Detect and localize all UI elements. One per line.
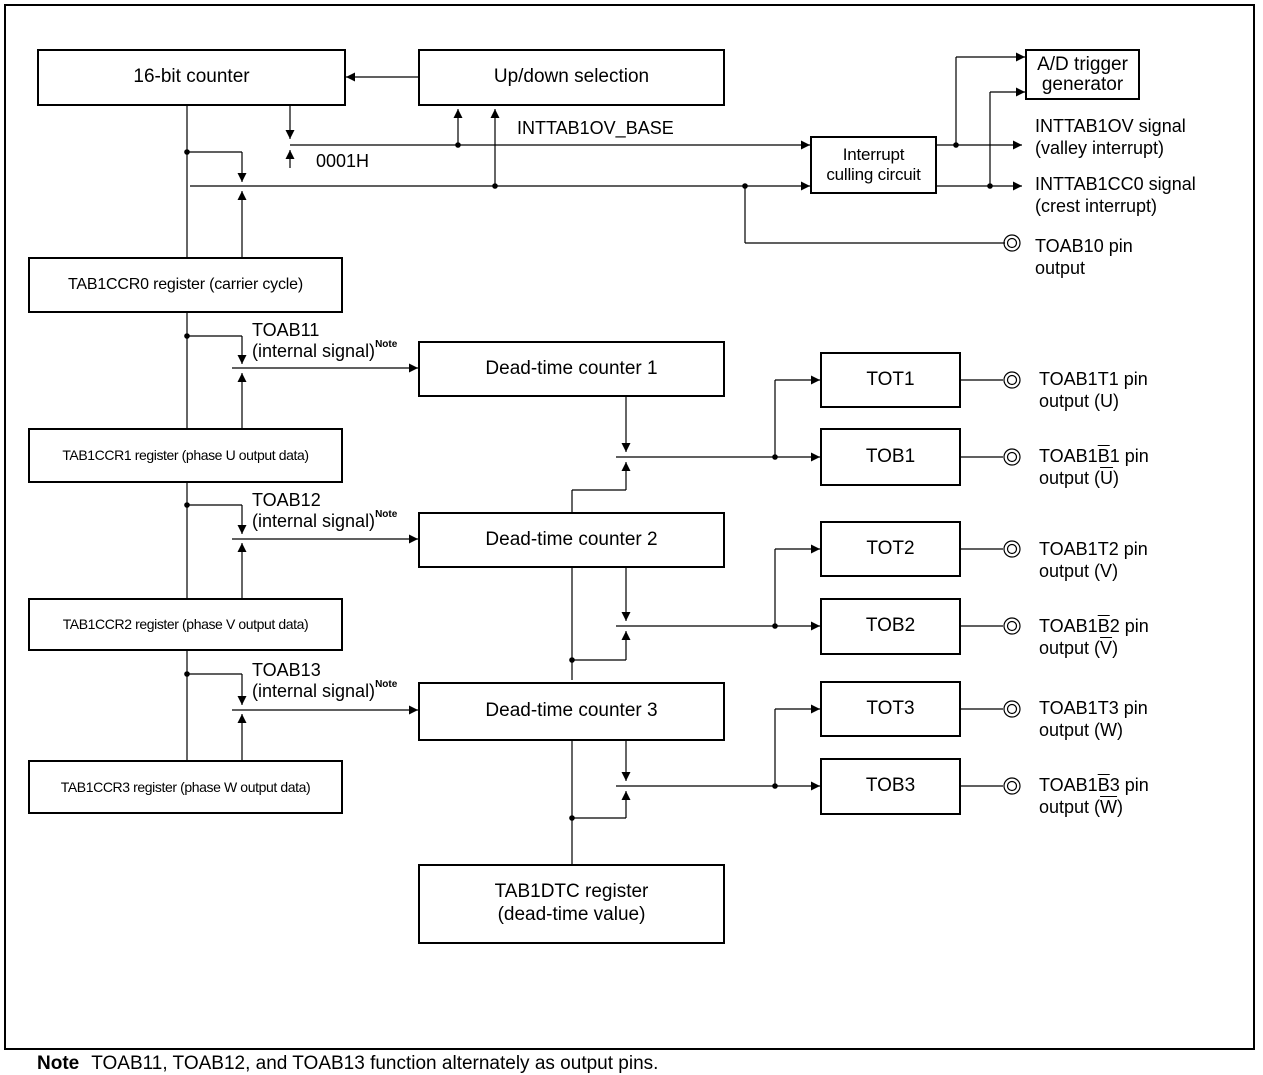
ad-trigger-line1: A/D trigger xyxy=(1037,53,1128,75)
tot3-block: TOT3 xyxy=(820,681,961,737)
diagram-frame xyxy=(4,4,1255,1050)
toab1b3-output: output xyxy=(1039,796,1090,817)
toab1b3-phase: W xyxy=(1100,796,1118,817)
toab1t1-name: TOAB1T1 pin xyxy=(1039,369,1148,389)
inttab1ov-line2: (valley interrupt) xyxy=(1035,137,1165,158)
tob1-block: TOB1 xyxy=(820,428,961,486)
footnote-label: Note xyxy=(37,1053,80,1074)
toab11-internal-label: (internal signal)Note xyxy=(252,339,398,363)
inttab1cc0-line1: INTTAB1CC0 signal xyxy=(1035,174,1196,194)
inttab1ov-line1: INTTAB1OV signal xyxy=(1035,116,1186,136)
inttab1cc0-signal-label: INTTAB1CC0 signal (crest interrupt) xyxy=(1035,174,1196,217)
inttab1cc0-line2: (crest interrupt) xyxy=(1035,195,1158,216)
toab1b2-phase: V xyxy=(1100,637,1113,658)
toab13-internal-label: (internal signal)Note xyxy=(252,679,398,703)
toab1b2-pin-label: TOAB1B2 pin output (V) xyxy=(1039,616,1149,658)
toab1b1-name-bar: B xyxy=(1097,446,1110,466)
toab1b3-name-suffix: 3 pin xyxy=(1109,775,1149,795)
toab1b3-pin-label: TOAB1B3 pin output (W) xyxy=(1039,775,1149,817)
inttab1ov-base-label: INTTAB1OV_BASE xyxy=(517,118,674,138)
tab1dtc-line2: (dead-time value) xyxy=(497,904,646,925)
toab1t3-name: TOAB1T3 pin xyxy=(1039,698,1148,718)
h0001-label: 0001H xyxy=(316,151,370,171)
note-mark: Note xyxy=(375,509,398,520)
tob2-block: TOB2 xyxy=(820,598,961,655)
toab1b1-name-suffix: 1 pin xyxy=(1109,446,1149,466)
toab13-label: TOAB13 xyxy=(252,660,321,680)
toab12-internal-label: (internal signal)Note xyxy=(252,509,398,533)
toab1t1-pin-label: TOAB1T1 pin output (U) xyxy=(1039,369,1148,411)
toab1t2-name: TOAB1T2 pin xyxy=(1039,539,1148,559)
tab1ccr2-register-block: TAB1CCR2 register (phase V output data) xyxy=(28,598,343,651)
inttab1ov-signal-label: INTTAB1OV signal (valley interrupt) xyxy=(1035,116,1186,159)
toab1b1-output: output xyxy=(1039,467,1090,488)
updown-selection-block: Up/down selection xyxy=(418,49,725,106)
tob3-block: TOB3 xyxy=(820,758,961,815)
tot1-block: TOT1 xyxy=(820,352,961,408)
toab11-label: TOAB11 xyxy=(252,320,320,340)
interrupt-culling-line2: culling circuit xyxy=(826,165,921,184)
footnote: Note TOAB11, TOAB12, and TOAB13 function … xyxy=(37,1053,658,1075)
internal-signal-text: (internal signal) xyxy=(252,681,376,701)
ad-trigger-generator-block: A/D trigger generator xyxy=(1025,49,1140,100)
toab1b2-name-suffix: 2 pin xyxy=(1109,616,1149,636)
toab1t2-pin-label: TOAB1T2 pin output (V) xyxy=(1039,539,1148,581)
toab1t3-output: output xyxy=(1039,719,1090,740)
counter16-block: 16-bit counter xyxy=(37,49,346,106)
interrupt-culling-block: Interrupt culling circuit xyxy=(810,136,937,194)
internal-signal-text: (internal signal) xyxy=(252,341,376,361)
note-mark: Note xyxy=(375,679,398,690)
tab1ccr0-register-block: TAB1CCR0 register (carrier cycle) xyxy=(28,257,343,313)
tab1dtc-line1: TAB1DTC register xyxy=(494,881,649,903)
toab1b1-name-prefix: TOAB1 xyxy=(1039,446,1098,466)
toab1t3-phase: W xyxy=(1100,719,1118,740)
note-mark: Note xyxy=(375,339,398,350)
toab1b2-name-bar: B xyxy=(1097,616,1110,636)
toab10-line1: TOAB10 pin xyxy=(1035,236,1133,256)
toab1b2-output: output xyxy=(1039,637,1090,658)
toab10-pin-label: TOAB10 pin output xyxy=(1035,236,1133,279)
tot2-block: TOT2 xyxy=(820,521,961,577)
toab1t1-output: output xyxy=(1039,390,1090,411)
ad-trigger-line2: generator xyxy=(1041,73,1124,95)
internal-signal-text: (internal signal) xyxy=(252,511,376,531)
tab1ccr1-register-block: TAB1CCR1 register (phase U output data) xyxy=(28,428,343,483)
toab1b3-name-bar: B xyxy=(1097,775,1110,795)
toab1t2-output: output xyxy=(1039,560,1090,581)
toab1b1-pin-label: TOAB1B1 pin output (U) xyxy=(1039,446,1149,488)
tab1dtc-register-block: TAB1DTC register (dead-time value) xyxy=(418,864,725,944)
toab1t1-phase: U xyxy=(1100,390,1114,411)
toab1b2-name-prefix: TOAB1 xyxy=(1039,616,1098,636)
interrupt-culling-line1: Interrupt xyxy=(842,145,905,165)
toab12-label: TOAB12 xyxy=(252,490,321,510)
toab10-line2: output xyxy=(1035,257,1086,278)
toab1b1-phase: U xyxy=(1100,467,1114,488)
dead-time-counter-3-block: Dead-time counter 3 xyxy=(418,682,725,741)
toab1t2-phase: V xyxy=(1100,560,1113,581)
footnote-text: TOAB11, TOAB12, and TOAB13 function alte… xyxy=(91,1053,659,1074)
tab1ccr3-register-block: TAB1CCR3 register (phase W output data) xyxy=(28,760,343,814)
dead-time-counter-1-block: Dead-time counter 1 xyxy=(418,341,725,397)
toab1b3-name-prefix: TOAB1 xyxy=(1039,775,1098,795)
toab1t3-pin-label: TOAB1T3 pin output (W) xyxy=(1039,698,1148,740)
dead-time-counter-2-block: Dead-time counter 2 xyxy=(418,512,725,568)
